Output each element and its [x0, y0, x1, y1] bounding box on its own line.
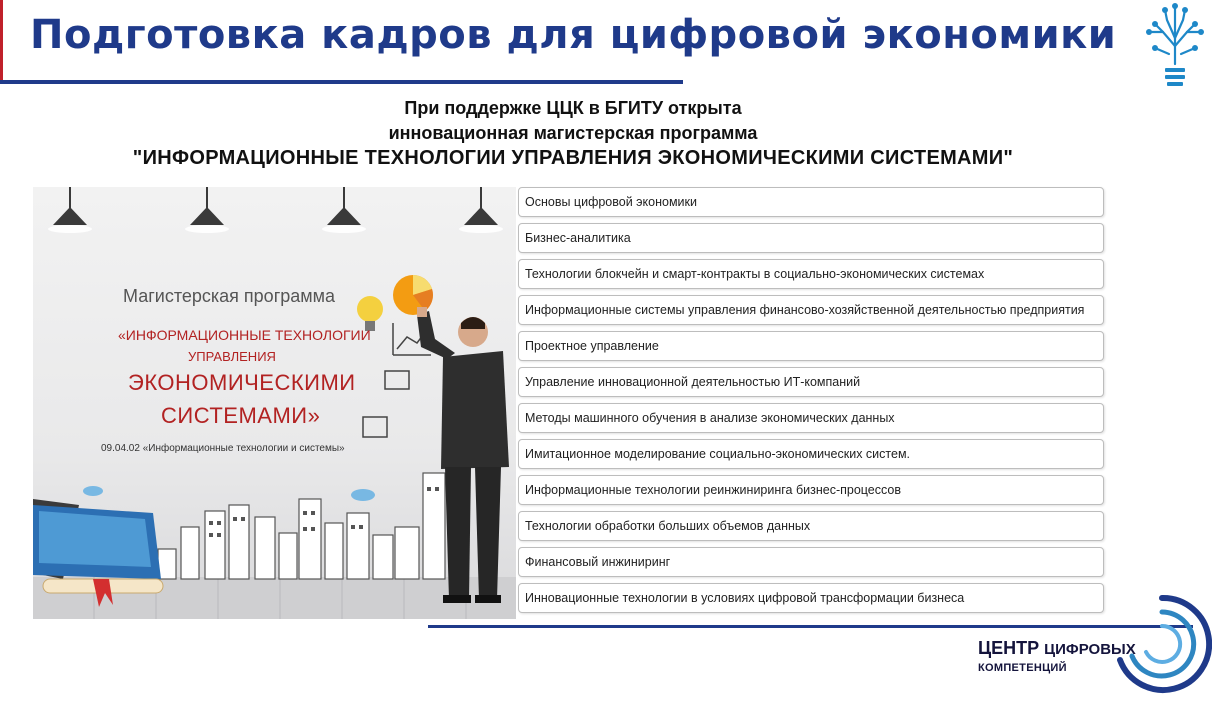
page-title: Подготовка кадров для цифровой экономики [30, 12, 1117, 58]
intro-line-2: инновационная магистерская программа [388, 123, 758, 143]
course-item: Информационные технологии реинжиниринга … [518, 475, 1104, 505]
course-item: Технологии блокчейн и смарт-контракты в … [518, 259, 1104, 289]
course-list: Основы цифровой экономики Бизнес-аналити… [518, 187, 1104, 619]
program-name-line: "ИНФОРМАЦИОННЫЕ ТЕХНОЛОГИИ УПРАВЛЕНИЯ ЭК… [132, 147, 1014, 169]
footer-competencies-word: КОМПЕТЕНЦИЙ [978, 662, 1067, 674]
promo-program-line-4: СИСТЕМАМИ» [161, 403, 321, 428]
accent-stripe [0, 0, 3, 82]
digital-tree-logo-icon [1146, 3, 1204, 86]
footer-center-word: ЦЕНТР [978, 638, 1040, 658]
ceiling-lamps-icon [53, 187, 498, 225]
course-item: Бизнес-аналитика [518, 223, 1104, 253]
course-item: Технологии обработки больших объемов дан… [518, 511, 1104, 541]
course-item: Финансовый инжиниринг [518, 547, 1104, 577]
course-item: Информационные системы управления финанс… [518, 295, 1104, 325]
promo-program-line-1: «ИНФОРМАЦИОННЫЕ ТЕХНОЛОГИИ [118, 327, 371, 343]
title-underline [0, 80, 683, 84]
promo-illustration [33, 187, 509, 607]
course-item: Проектное управление [518, 331, 1104, 361]
course-item: Методы машинного обучения в анализе экон… [518, 403, 1104, 433]
promo-specialty-code: 09.04.02 «Информационные технологии и си… [101, 443, 345, 454]
laptop-icon [33, 499, 161, 579]
center-ring-logo-icon [1117, 594, 1212, 693]
promo-program-line-3: ЭКОНОМИЧЕСКИМИ [128, 370, 356, 395]
program-promo-image: Магистерская программа «ИНФОРМАЦИОННЫЕ Т… [33, 187, 516, 619]
promo-program-line-2: УПРАВЛЕНИЯ [188, 349, 276, 364]
course-item: Инновационные технологии в условиях цифр… [518, 583, 1104, 613]
course-item: Управление инновационной деятельностью И… [518, 367, 1104, 397]
footer-center-label: ЦЕНТР ЦИФРОВЫХ [978, 638, 1136, 659]
businessman-figure [417, 307, 509, 603]
lightbulb-icon [357, 296, 383, 331]
promo-heading: Магистерская программа [123, 286, 336, 306]
diploma-scroll-icon [42, 578, 164, 607]
course-item: Имитационное моделирование социально-эко… [518, 439, 1104, 469]
bottom-rule [428, 625, 1193, 628]
intro-line-1: При поддержке ЦЦК в БГИТУ открыта [404, 98, 742, 118]
pie-doodle-icon [393, 275, 433, 315]
course-item: Основы цифровой экономики [518, 187, 1104, 217]
footer-digital-word: ЦИФРОВЫХ [1044, 641, 1136, 658]
